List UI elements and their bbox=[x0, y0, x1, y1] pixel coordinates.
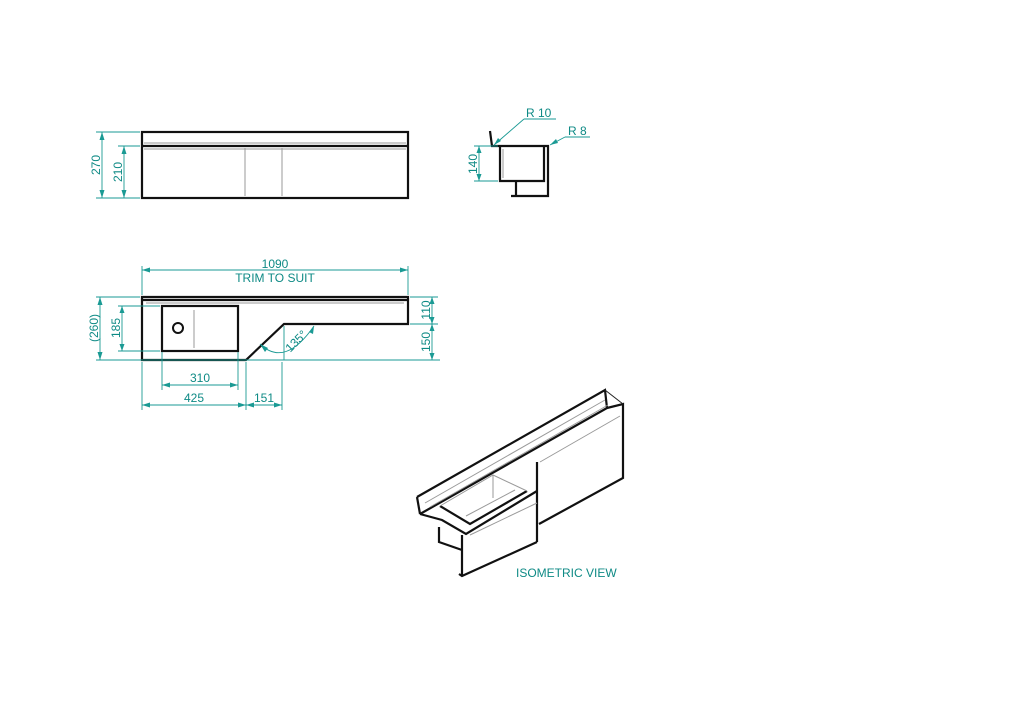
arrow-icon bbox=[238, 402, 246, 408]
arrow-icon bbox=[429, 317, 435, 324]
arrow-icon bbox=[119, 344, 125, 351]
dim-bowl-depth: 185 bbox=[109, 318, 123, 338]
arrow-icon bbox=[246, 402, 254, 408]
dim-chamfer-run: 151 bbox=[254, 391, 274, 405]
arrow-icon bbox=[476, 174, 482, 181]
dim-length: 1090 bbox=[262, 257, 289, 271]
arrow-icon bbox=[309, 326, 314, 334]
arrow-icon bbox=[99, 132, 105, 140]
plan-view: 1090 TRIM TO SUIT (260) 185 110 150 135° bbox=[87, 257, 440, 410]
iso-right-end bbox=[538, 402, 625, 525]
dim-depth: 140 bbox=[466, 154, 480, 174]
arrow-icon bbox=[429, 324, 435, 331]
bowl-outline bbox=[160, 304, 240, 353]
isometric-view: ISOMETRIC VIEW bbox=[415, 388, 625, 580]
arrow-icon bbox=[142, 267, 150, 273]
arrow-icon bbox=[99, 190, 105, 198]
dim-overall-depth: (260) bbox=[87, 314, 101, 342]
arrow-icon bbox=[429, 353, 435, 360]
arrow-icon bbox=[476, 146, 482, 153]
section-view: R 10 R 8 140 bbox=[466, 106, 590, 198]
dim-radius-top: R 10 bbox=[526, 106, 552, 120]
dim-overall-height: 270 bbox=[89, 155, 103, 175]
arrow-icon bbox=[550, 139, 558, 145]
arrow-icon bbox=[142, 402, 150, 408]
dim-inner-height: 210 bbox=[111, 162, 125, 182]
arrow-icon bbox=[119, 306, 125, 313]
iso-upstand bbox=[416, 388, 609, 515]
arrow-icon bbox=[121, 146, 127, 154]
arrow-icon bbox=[97, 297, 103, 305]
front-view-outline bbox=[140, 130, 410, 200]
dim-bowl-width: 310 bbox=[190, 371, 210, 385]
iso-view-label: ISOMETRIC VIEW bbox=[516, 566, 617, 580]
waste-outlet-icon bbox=[172, 322, 184, 334]
arrow-icon bbox=[162, 382, 170, 388]
arrow-icon bbox=[230, 382, 238, 388]
front-view: 270 210 bbox=[89, 130, 410, 200]
section-profile-outer bbox=[488, 130, 550, 198]
dim-radius-corner: R 8 bbox=[568, 124, 587, 138]
iso-support bbox=[437, 527, 463, 552]
arrow-icon bbox=[494, 138, 501, 145]
iso-bowl-front bbox=[439, 490, 528, 526]
arrow-icon bbox=[274, 402, 282, 408]
arrow-icon bbox=[400, 267, 408, 273]
dim-chamfer-angle: 135° bbox=[282, 327, 310, 355]
dim-length-note: TRIM TO SUIT bbox=[235, 271, 315, 285]
dim-rear-width: 110 bbox=[419, 300, 433, 319]
arrow-icon bbox=[429, 297, 435, 304]
arrow-icon bbox=[260, 344, 268, 352]
arrow-icon bbox=[97, 352, 103, 360]
dim-left-section: 425 bbox=[184, 391, 204, 405]
arrow-icon bbox=[121, 190, 127, 198]
dim-front-step: 150 bbox=[419, 332, 433, 352]
section-bowl bbox=[498, 146, 546, 183]
